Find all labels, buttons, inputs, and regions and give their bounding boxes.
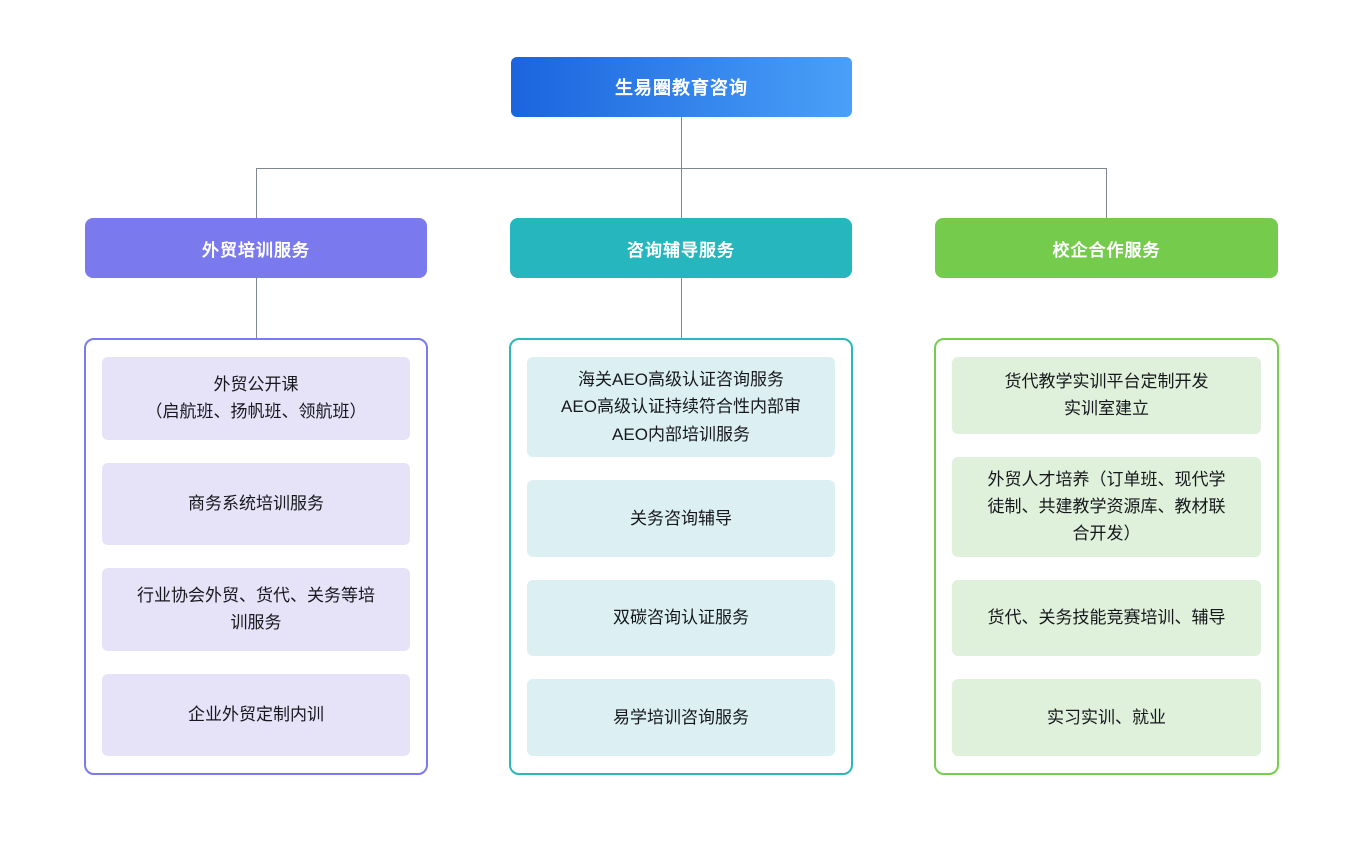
service-item: 企业外贸定制内训 xyxy=(102,673,410,756)
service-item: 行业协会外贸、货代、关务等培 训服务 xyxy=(102,568,410,651)
service-item: 外贸人才培养（订单班、现代学 徒制、共建教学资源库、教材联 合开发） xyxy=(952,456,1261,557)
branch-box-school-enterprise-cooperation: 货代教学实训平台定制开发 实训室建立 外贸人才培养（订单班、现代学 徒制、共建教… xyxy=(934,338,1279,775)
service-item: 实习实训、就业 xyxy=(952,679,1261,756)
branch-box-consulting-coaching: 海关AEO高级认证咨询服务 AEO高级认证持续符合性内部审 AEO内部培训服务 … xyxy=(509,338,853,775)
connector-drop-right xyxy=(1106,168,1107,218)
service-item: 关务咨询辅导 xyxy=(527,479,835,557)
branch-header-consulting-coaching: 咨询辅导服务 xyxy=(510,218,852,278)
service-item: 商务系统培训服务 xyxy=(102,462,410,545)
service-item: 易学培训咨询服务 xyxy=(527,679,835,756)
connector-left-header-to-box xyxy=(256,278,257,338)
connector-root-vertical xyxy=(681,117,682,168)
service-item: 货代教学实训平台定制开发 实训室建立 xyxy=(952,357,1261,434)
service-item: 双碳咨询认证服务 xyxy=(527,579,835,657)
service-item: 海关AEO高级认证咨询服务 AEO高级认证持续符合性内部审 AEO内部培训服务 xyxy=(527,357,835,457)
connector-drop-center xyxy=(681,168,682,218)
connector-center-header-to-box xyxy=(681,278,682,338)
service-item: 外贸公开课 （启航班、扬帆班、领航班） xyxy=(102,357,410,440)
branch-header-school-enterprise-cooperation: 校企合作服务 xyxy=(935,218,1278,278)
service-item: 货代、关务技能竞赛培训、辅导 xyxy=(952,579,1261,657)
branch-box-foreign-trade-training: 外贸公开课 （启航班、扬帆班、领航班） 商务系统培训服务 行业协会外贸、货代、关… xyxy=(84,338,428,775)
connector-drop-left xyxy=(256,168,257,218)
root-node: 生易圈教育咨询 xyxy=(511,57,852,117)
branch-header-foreign-trade-training: 外贸培训服务 xyxy=(85,218,427,278)
